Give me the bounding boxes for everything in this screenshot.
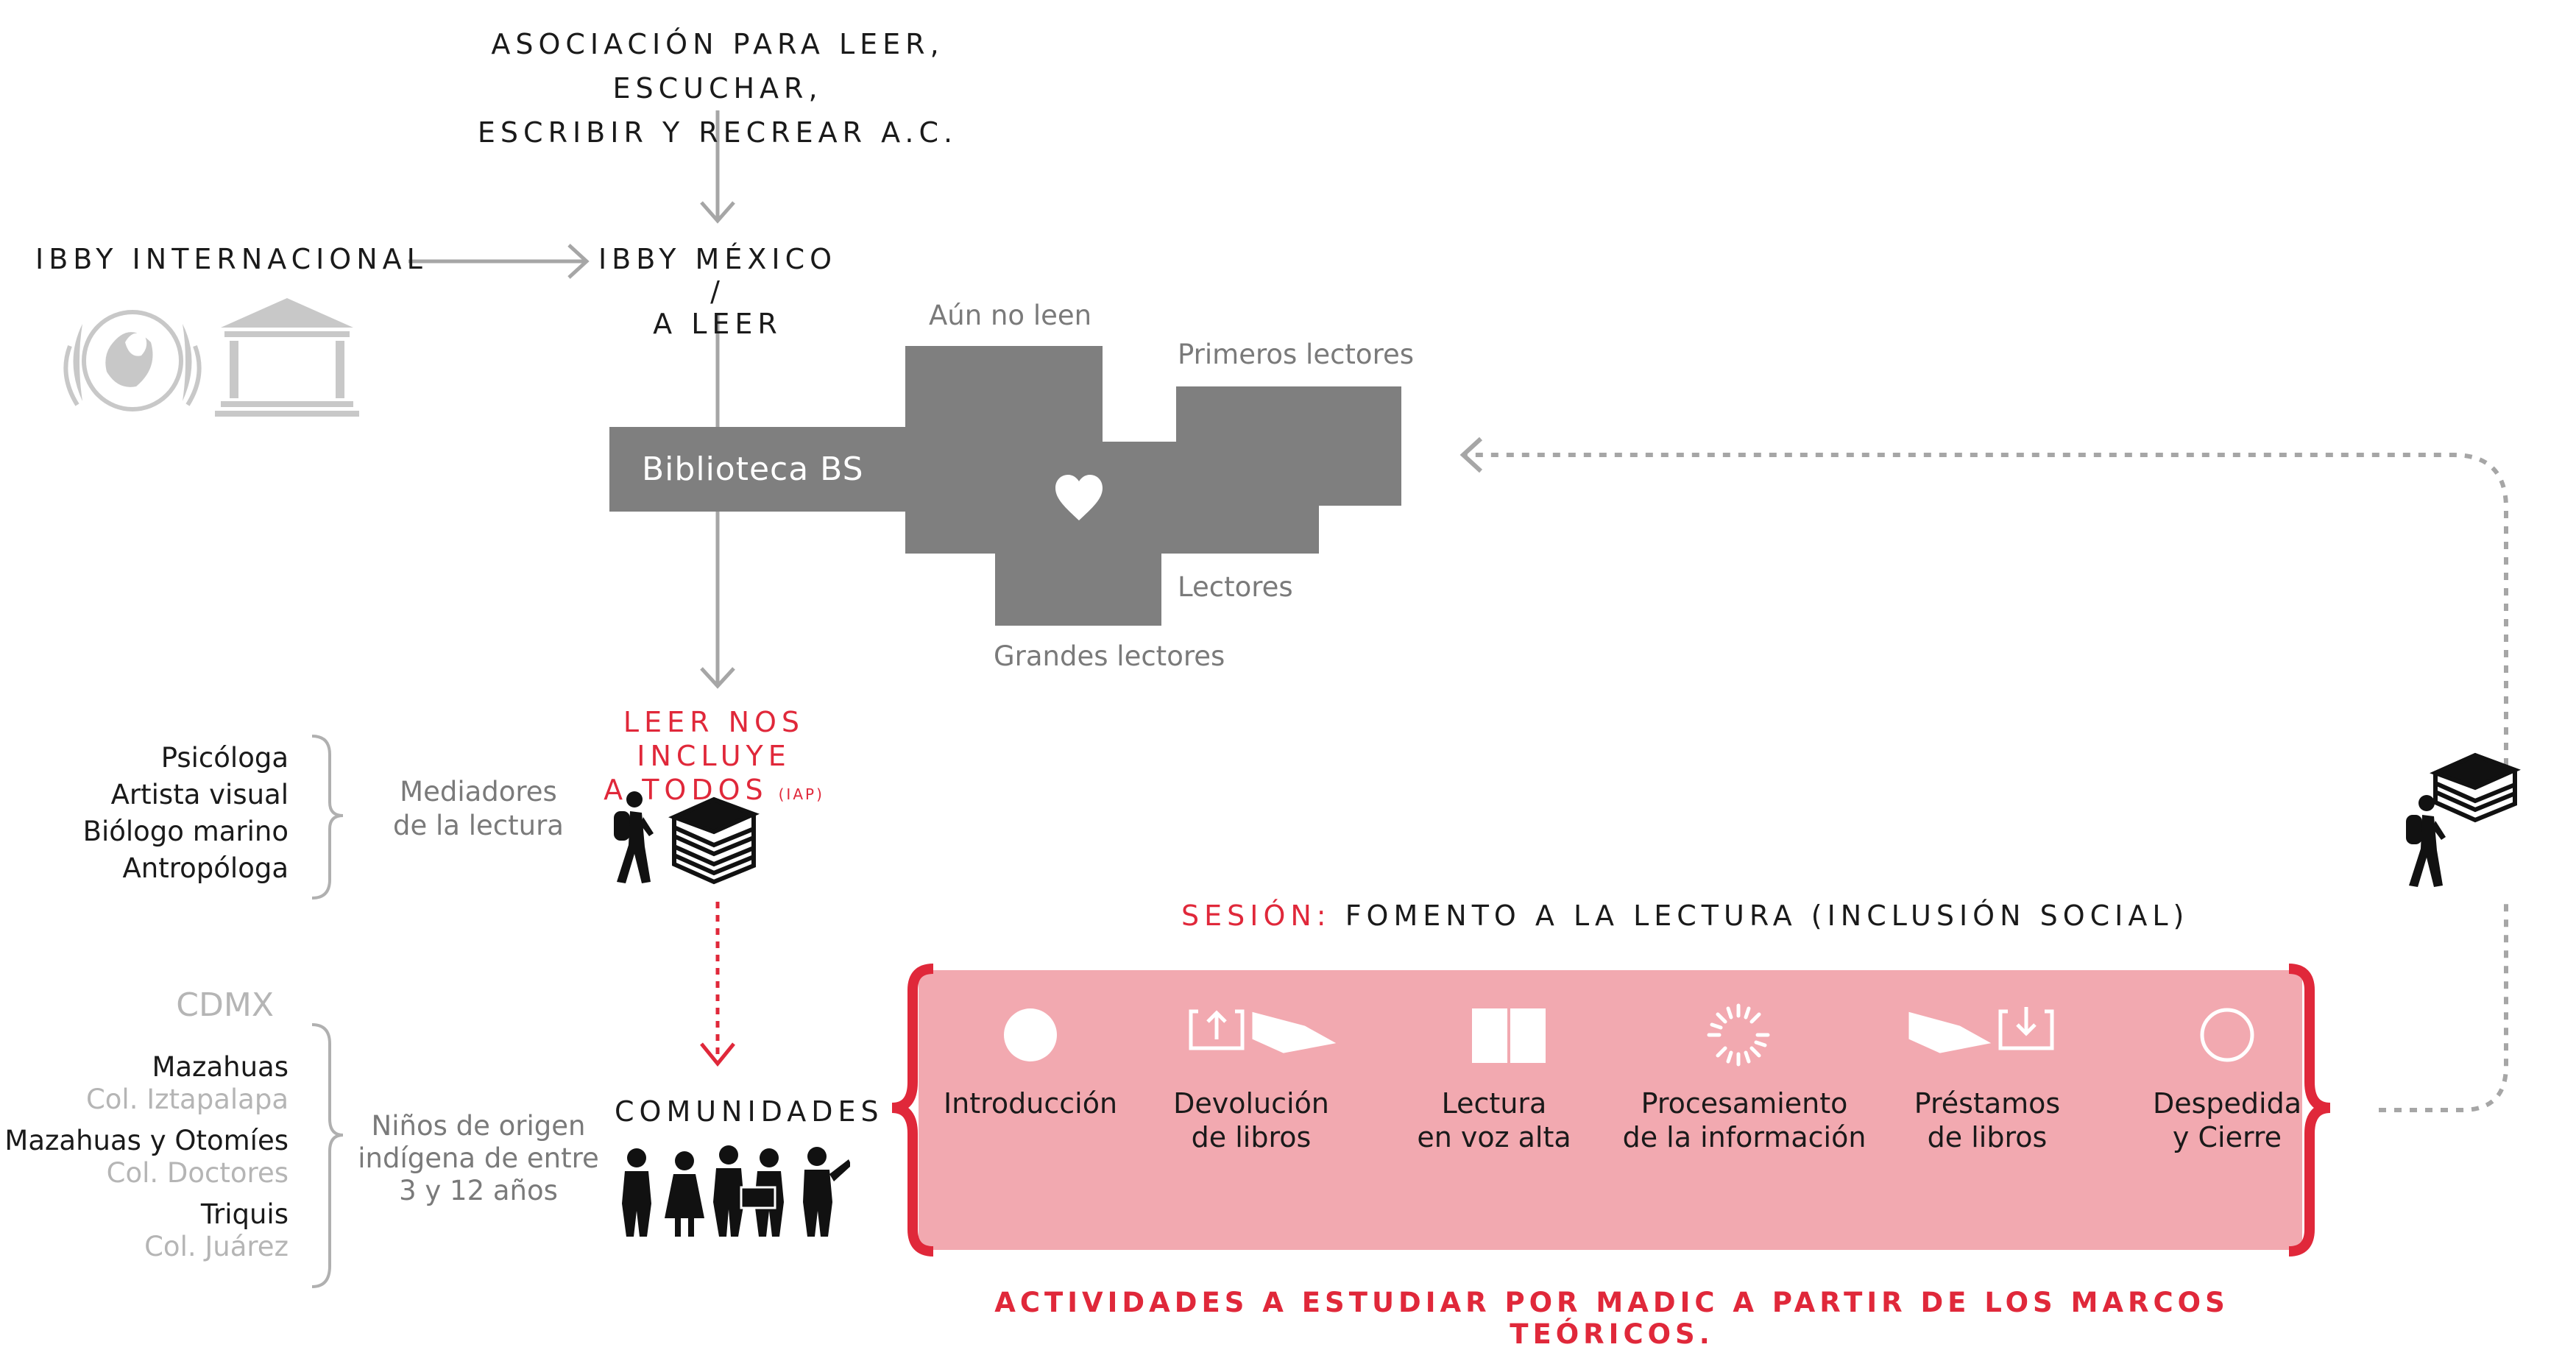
session-prefix: SESIÓN: — [1181, 900, 1331, 932]
hiker-icon — [614, 791, 654, 883]
diagram-graphics — [63, 110, 2508, 1288]
reader-levels-blocks — [609, 346, 1401, 626]
role-item: Biólogo marino — [82, 816, 289, 847]
activity-line2: de libros — [1191, 1121, 1312, 1153]
mediators-roles: Psicóloga Artista visual Biólogo marino … — [44, 740, 289, 887]
unesco-icon — [215, 298, 359, 417]
ibby-mexico-line1: IBBY MÉXICO / — [598, 243, 838, 308]
mediators-label-line2: de la lectura — [393, 810, 564, 841]
activity-devolucion: Devolución de libros — [1156, 1086, 1347, 1154]
activity-line1: Procesamiento — [1641, 1087, 1848, 1120]
arrow-top-to-ibby — [700, 110, 735, 224]
program-line1: LEER NOS INCLUYE — [623, 706, 805, 772]
books-icon — [2430, 752, 2521, 823]
activity-line1: Lectura — [1441, 1087, 1547, 1120]
open-book-icon — [1472, 1008, 1546, 1063]
region-label: CDMX — [176, 986, 274, 1024]
label-lectores: Lectores — [1178, 571, 1293, 603]
activity-line2: y Cierre — [2172, 1121, 2282, 1153]
block-biblioteca — [609, 427, 905, 512]
children-line1: Niños de origen — [371, 1110, 586, 1142]
books-icon — [668, 796, 760, 885]
biblioteca-label: Biblioteca BS — [642, 450, 864, 488]
program-title: LEER NOS INCLUYE A TODOS(IAP) — [545, 705, 883, 811]
lend-book-icon — [1908, 1007, 2054, 1053]
circle-icon — [1004, 1008, 1057, 1061]
arrow-program-to-communities — [700, 902, 735, 1067]
activity-line2: de la información — [1622, 1121, 1866, 1153]
role-item: Artista visual — [110, 779, 289, 810]
children-line3: 3 y 12 años — [399, 1175, 558, 1206]
return-arrow-head — [1459, 437, 1483, 473]
mediators-label-line1: Mediadores — [400, 776, 557, 807]
activity-procesamiento: Procesamiento de la información — [1619, 1086, 1869, 1154]
top-org-line2: ESCRIBIR Y RECREAR A.C. — [477, 116, 958, 149]
label-aun-no-leen: Aún no leen — [929, 300, 1092, 331]
session-name: FOMENTO A LA LECTURA (INCLUSIÓN SOCIAL) — [1345, 900, 2190, 932]
group-place: Col. Doctores — [106, 1157, 289, 1189]
group-place: Col. Juárez — [144, 1231, 289, 1262]
communities-title: COMUNIDADES — [615, 1095, 884, 1128]
activity-line2: de libros — [1927, 1121, 2048, 1153]
activity-icons — [1004, 1003, 2254, 1067]
mediator-icons — [614, 791, 760, 885]
activity-lectura: Lectura en voz alta — [1398, 1086, 1590, 1154]
group-place: Col. Iztapalapa — [85, 1084, 289, 1115]
return-arrow — [1465, 453, 2508, 1112]
activity-introduccion: Introducción — [935, 1086, 1126, 1120]
top-org-title: ASOCIACIÓN PARA LEER, ESCUCHAR, ESCRIBIR… — [397, 22, 1038, 155]
program-note: (IAP) — [778, 785, 824, 803]
block-primeros-lectores — [1176, 386, 1401, 506]
ibby-mexico-label: IBBY MÉXICO / A LEER — [589, 243, 846, 340]
community-groups: Mazahuas Col. Iztapalapa Mazahuas y Otom… — [0, 1051, 289, 1263]
session-panel — [919, 970, 2302, 1250]
activity-line1: Despedida — [2152, 1087, 2302, 1120]
group-name: Mazahuas y Otomíes — [4, 1125, 289, 1156]
children-group-icon — [622, 1145, 850, 1237]
activity-line2: en voz alta — [1417, 1121, 1571, 1153]
hiker-icon — [2406, 795, 2446, 887]
heart-icon — [1055, 475, 1103, 520]
mediators-label: Mediadores de la lectura — [383, 775, 574, 843]
ibby-mexico-line2: A LEER — [653, 308, 782, 340]
top-org-line1: ASOCIACIÓN PARA LEER, ESCUCHAR, — [491, 28, 944, 105]
role-item: Antropóloga — [122, 852, 289, 884]
session-title: SESIÓN: FOMENTO A LA LECTURA (INCLUSIÓN … — [1181, 900, 2189, 932]
mediators-brace — [311, 735, 344, 900]
communities-brace — [311, 1023, 344, 1288]
loading-icon — [1707, 1003, 1770, 1067]
activity-line1: Préstamos — [1914, 1087, 2061, 1120]
children-line2: indígena de entre — [358, 1142, 599, 1174]
role-item: Psicóloga — [160, 742, 289, 774]
footer-note: ACTIVIDADES A ESTUDIAR POR MADIC A PARTI… — [994, 1287, 2229, 1350]
children-label: Niños de origen indígena de entre 3 y 12… — [353, 1110, 604, 1207]
ring-icon — [2200, 1008, 2254, 1062]
activity-prestamos: Préstamos de libros — [1892, 1086, 2083, 1154]
panel-left-brace — [891, 964, 934, 1257]
activity-despedida: Despedida y Cierre — [2131, 1086, 2323, 1154]
label-grandes-lectores: Grandes lectores — [994, 640, 1225, 672]
panel-right-brace — [2288, 964, 2331, 1257]
activity-line1: Introducción — [943, 1087, 1118, 1120]
group-name: Triquis — [200, 1198, 289, 1230]
arrow-intl-to-mexico — [408, 244, 590, 279]
ibby-internacional-label: IBBY INTERNACIONAL — [35, 243, 428, 275]
block-lectores — [1103, 506, 1319, 554]
group-name: Mazahuas — [152, 1051, 289, 1083]
block-grandes-lectores — [995, 554, 1161, 626]
return-icons — [2406, 752, 2521, 887]
label-primeros-lectores: Primeros lectores — [1178, 339, 1415, 370]
activity-line1: Devolución — [1173, 1087, 1329, 1120]
unicef-icon — [63, 310, 202, 411]
arrow-biblioteca-to-program — [700, 512, 735, 689]
return-book-icon — [1189, 1009, 1337, 1053]
